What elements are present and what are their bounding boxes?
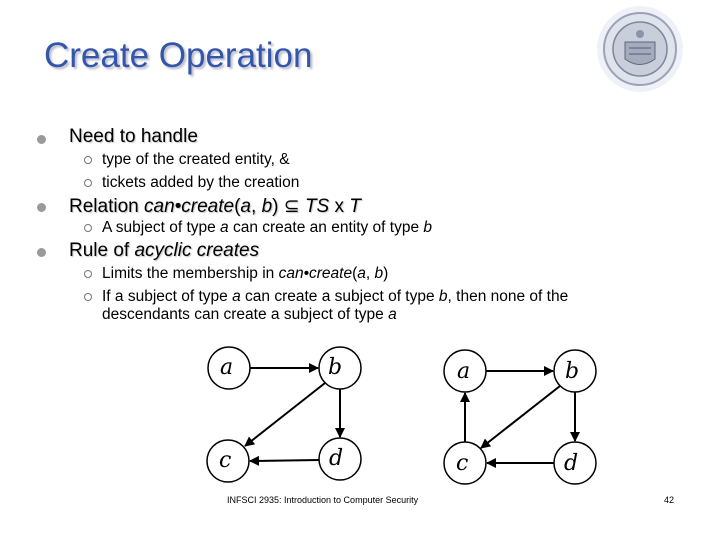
sub-bullet-marker (84, 156, 92, 164)
node-d-label: d (564, 451, 578, 476)
bullet-text: Need to handle (69, 126, 198, 147)
var-a: a (240, 196, 251, 217)
footer-course: INFSCI 2935: Introduction to Computer Se… (227, 495, 419, 505)
text: ) (272, 196, 279, 217)
text: A subject of type (102, 219, 221, 236)
text: can create a subject of type (240, 288, 439, 305)
node-c (206, 439, 250, 483)
text-italic: acyclic creates (134, 240, 260, 261)
var-b: b (438, 288, 448, 305)
bullet-need-to-handle: Need to handle (69, 126, 198, 148)
sub-bullet-marker (84, 179, 92, 187)
var-t: T (349, 196, 361, 217)
bullet-marker (37, 135, 46, 144)
node-c-label: c (456, 451, 468, 476)
node-c-label: c (219, 448, 231, 473)
sub-bullet-limits: Limits the membership in can•create(a, b… (102, 265, 388, 283)
subset-symbol: ⊆ (278, 196, 305, 217)
var-b: b (261, 196, 273, 217)
right-graph: a b c d (443, 349, 597, 485)
bullet-marker (37, 248, 46, 257)
var-ts: TS (304, 196, 330, 217)
var-a: a (388, 306, 397, 323)
edge-b-c (244, 382, 326, 447)
text: Relation (69, 196, 144, 217)
node-a-label: a (220, 355, 233, 380)
slide-title: Create Operation (44, 36, 313, 75)
node-b-label: b (565, 359, 579, 384)
text: can create an entity of type (228, 219, 424, 236)
text: ( (234, 196, 241, 217)
func-name: can•create (144, 196, 235, 217)
text: ) (383, 265, 389, 282)
sub-bullet-tickets: tickets added by the creation (102, 174, 300, 191)
sub-bullet-marker (84, 270, 92, 278)
node-d (318, 437, 362, 481)
func-name: can•create (278, 265, 353, 282)
text: Rule of (69, 240, 135, 261)
sub-bullet-type: type of the created entity, & (102, 151, 290, 168)
sub-bullet-marker (84, 293, 92, 301)
text: , then none of the (447, 288, 569, 305)
left-graph: a b c d (206, 346, 362, 483)
node-d-label: d (329, 446, 343, 471)
text: x (329, 196, 350, 217)
var-a: a (232, 288, 241, 305)
text: If a subject of type (102, 288, 233, 305)
text: ( (352, 265, 358, 282)
sub-bullet-marker (84, 224, 92, 232)
node-a-label: a (457, 359, 470, 384)
text: descendants can create a subject of type (102, 306, 389, 323)
edge-d-c (249, 455, 320, 466)
text: , (365, 265, 375, 282)
var-a: a (220, 219, 229, 236)
node-b-label: b (328, 355, 342, 380)
bullet-acyclic: Rule of acyclic creates (69, 240, 259, 262)
var-a: a (357, 265, 366, 282)
var-b: b (374, 265, 384, 282)
page-number: 42 (664, 495, 675, 505)
text: Limits the membership in (102, 265, 279, 282)
bullet-marker (37, 203, 46, 212)
sub-bullet-subject-type: A subject of type a can create an entity… (102, 219, 432, 237)
text: , (251, 196, 262, 217)
edge-b-c (480, 385, 561, 449)
sub-bullet-if-subject: If a subject of type a can create a subj… (102, 288, 568, 306)
sub-bullet-if-subject-cont: descendants can create a subject of type… (102, 306, 397, 324)
bullet-relation: Relation can•create(a, b) ⊆ TS x T (69, 195, 361, 218)
var-b: b (423, 219, 433, 236)
university-seal-icon (597, 6, 683, 92)
